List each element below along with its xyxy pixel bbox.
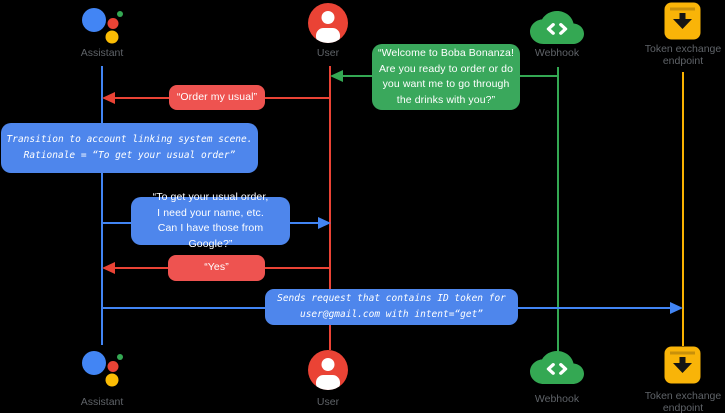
- user-lifeline: [329, 66, 331, 350]
- token-endpoint-icon: [664, 346, 701, 384]
- assistant-lifeline: [101, 66, 103, 345]
- webhook-cloud-icon: [530, 11, 584, 44]
- user-icon: [308, 3, 348, 43]
- order-arrowhead-icon: [102, 92, 115, 104]
- user-label-top: User: [316, 47, 340, 59]
- ask-arrowhead-icon: [318, 217, 331, 229]
- yes-arrowhead-icon: [102, 262, 115, 274]
- user-icon: [308, 350, 348, 390]
- transition-note-bubble: Transition to account linking system sce…: [1, 123, 258, 173]
- webhook-cloud-icon: [530, 351, 584, 384]
- assistant-icon: [82, 8, 123, 44]
- token-endpoint-label-top: Token exchange endpoint: [644, 43, 722, 67]
- webhook-label-bottom: Webhook: [534, 393, 580, 405]
- assistant-icon: [82, 351, 123, 387]
- token-endpoint-icon: [664, 2, 701, 40]
- request-message-bubble: Sends request that contains ID token for…: [265, 289, 518, 325]
- yes-message-bubble: “Yes”: [168, 255, 265, 281]
- ask-message-bubble: “To get your usual order, I need your na…: [131, 191, 290, 250]
- token-endpoint-label-bottom: Token exchange endpoint: [644, 390, 722, 413]
- order-message-bubble: “Order my usual”: [169, 85, 265, 110]
- request-arrowhead-icon: [670, 302, 683, 314]
- welcome-message-bubble: “Welcome to Boba Bonanza! Are you ready …: [372, 44, 520, 110]
- token-endpoint-lifeline: [682, 72, 684, 346]
- user-label-bottom: User: [316, 396, 340, 408]
- webhook-label-top: Webhook: [534, 47, 580, 59]
- welcome-arrowhead-icon: [330, 70, 343, 82]
- webhook-lifeline: [557, 67, 559, 351]
- assistant-label-top: Assistant: [80, 47, 124, 59]
- assistant-label-bottom: Assistant: [80, 396, 124, 408]
